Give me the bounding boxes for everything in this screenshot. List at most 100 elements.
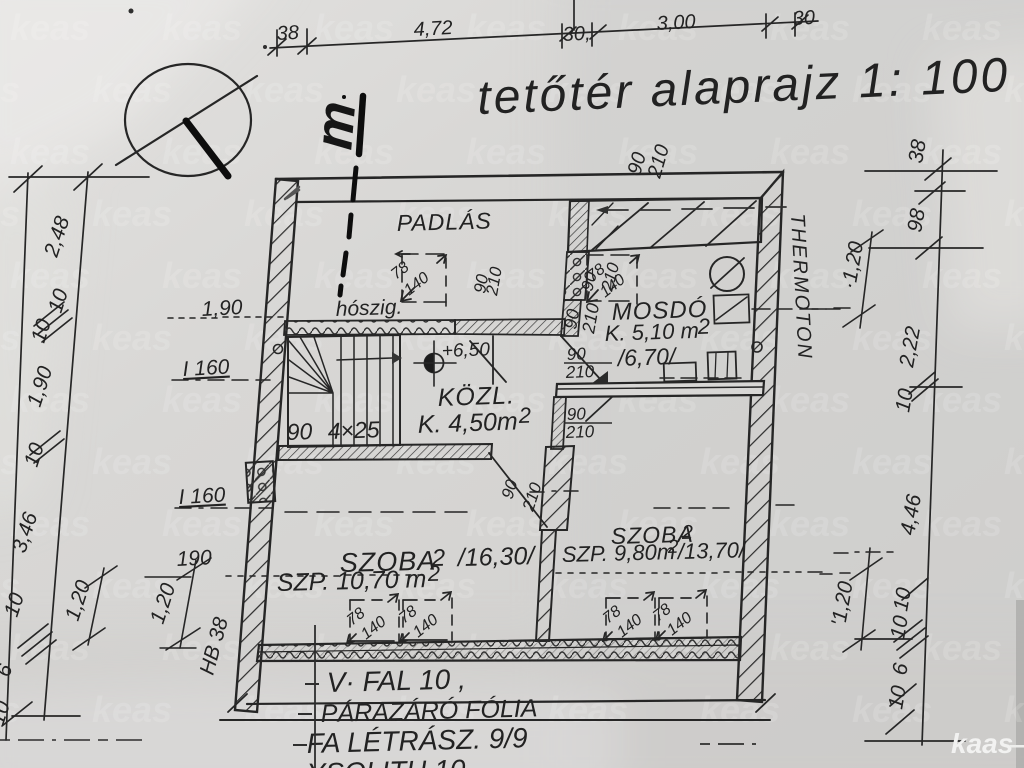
svg-text:keas: keas (162, 503, 242, 544)
svg-text:keas: keas (1004, 193, 1024, 234)
svg-text:keas: keas (548, 565, 628, 606)
svg-text:keas: keas (922, 7, 1002, 48)
svg-text:K. 4,50m: K. 4,50m (417, 407, 518, 438)
svg-text:90: 90 (566, 404, 586, 424)
svg-text:keas: keas (852, 193, 932, 234)
svg-text:keas: keas (92, 441, 172, 482)
svg-text:keas: keas (700, 69, 780, 110)
svg-text:keas: keas (0, 689, 20, 730)
svg-text:90: 90 (286, 418, 313, 445)
svg-text:2: 2 (667, 537, 680, 558)
svg-text:keas: keas (10, 7, 90, 48)
svg-text:keas: keas (618, 255, 698, 296)
svg-text:kaas: kaas (951, 728, 1013, 759)
svg-text:210: 210 (564, 362, 595, 382)
svg-text:keas: keas (852, 689, 932, 730)
svg-text:38: 38 (276, 22, 299, 45)
svg-text:210: 210 (482, 265, 506, 298)
svg-text:keas: keas (396, 689, 476, 730)
svg-text:/13,70/: /13,70/ (675, 537, 747, 564)
svg-text:keas: keas (922, 131, 1002, 172)
svg-text:keas: keas (1004, 69, 1024, 110)
svg-text:1,90: 1,90 (201, 296, 243, 321)
svg-text:keas: keas (1004, 565, 1024, 606)
svg-text:keas: keas (92, 689, 172, 730)
svg-text:keas: keas (852, 317, 932, 358)
svg-text:keas: keas (0, 69, 20, 110)
svg-text:3,00: 3,00 (656, 11, 696, 35)
svg-text:keas: keas (466, 379, 546, 420)
svg-text:keas: keas (1004, 689, 1024, 730)
svg-text:I 160: I 160 (182, 356, 230, 381)
svg-text:keas: keas (1004, 317, 1024, 358)
svg-text:keas: keas (770, 255, 850, 296)
svg-text:keas: keas (618, 503, 698, 544)
svg-text:SZP. 9,80m: SZP. 9,80m (561, 539, 675, 567)
svg-text:PADLÁS: PADLÁS (396, 207, 492, 235)
svg-text:keas: keas (92, 193, 172, 234)
svg-text:keas: keas (922, 255, 1002, 296)
svg-text:30: 30 (792, 7, 815, 30)
svg-text:10: 10 (886, 614, 913, 641)
svg-text:V· FAL 10 ,: V· FAL 10 , (326, 663, 466, 698)
svg-text:/16,30/: /16,30/ (455, 542, 537, 572)
svg-text:2: 2 (681, 522, 694, 544)
svg-text:keas: keas (0, 565, 20, 606)
svg-text:keas: keas (618, 131, 698, 172)
svg-text:keas: keas (162, 379, 242, 420)
svg-text:4×25: 4×25 (327, 416, 380, 444)
svg-text:YSOLITH 10: YSOLITH 10 (306, 754, 466, 768)
svg-text:keas: keas (162, 7, 242, 48)
svg-text:90: 90 (470, 272, 492, 294)
svg-text:keas: keas (922, 503, 1002, 544)
svg-text:keas: keas (852, 441, 932, 482)
svg-text:keas: keas (770, 7, 850, 48)
svg-text:keas: keas (10, 379, 90, 420)
svg-text:keas: keas (314, 255, 394, 296)
svg-text:/6,70/: /6,70/ (615, 343, 678, 371)
svg-text:keas: keas (0, 317, 20, 358)
svg-text:hószig.: hószig. (335, 296, 402, 321)
svg-text:10: 10 (889, 586, 916, 613)
svg-text:keas: keas (314, 503, 394, 544)
svg-text:90: 90 (566, 344, 586, 364)
svg-text:SZOBA: SZOBA (610, 521, 694, 549)
svg-text:K. 5,10 m: K. 5,10 m (604, 318, 699, 346)
svg-text:keas: keas (314, 131, 394, 172)
svg-text:keas: keas (466, 255, 546, 296)
svg-text:keas: keas (10, 503, 90, 544)
svg-text:PÁRAZÁRÓ FÓLIA: PÁRAZÁRÓ FÓLIA (320, 693, 537, 728)
svg-text:keas: keas (770, 503, 850, 544)
svg-text:keas: keas (314, 7, 394, 48)
svg-text:210: 210 (564, 422, 595, 442)
svg-text:98: 98 (903, 207, 930, 234)
svg-text:MOSDÓ: MOSDÓ (611, 296, 708, 326)
svg-text:2: 2 (517, 403, 531, 428)
svg-text:6: 6 (888, 661, 913, 677)
svg-text:keas: keas (466, 7, 546, 48)
svg-text:keas: keas (162, 255, 242, 296)
svg-text:90: 90 (560, 307, 583, 330)
svg-text:keas: keas (92, 69, 172, 110)
svg-text:keas: keas (0, 441, 20, 482)
svg-text:keas: keas (770, 379, 850, 420)
svg-text:keas: keas (548, 689, 628, 730)
svg-text:keas: keas (466, 131, 546, 172)
svg-text:190: 190 (176, 546, 213, 571)
svg-text:keas: keas (922, 627, 1002, 668)
svg-text:SZP. 10,70 m: SZP. 10,70 m (276, 565, 426, 597)
svg-text:38: 38 (904, 138, 931, 165)
svg-text:keas: keas (396, 69, 476, 110)
svg-text:keas: keas (852, 69, 932, 110)
svg-text:I 160: I 160 (178, 484, 226, 509)
svg-text:keas: keas (770, 627, 850, 668)
svg-text:30,: 30, (562, 23, 591, 46)
svg-text:keas: keas (92, 317, 172, 358)
svg-text:2: 2 (696, 314, 710, 339)
svg-text:10: 10 (884, 684, 911, 711)
svg-text:FA LÉTRÁSZ. 9/9: FA LÉTRÁSZ. 9/9 (306, 722, 528, 759)
svg-text:KÖZL.: KÖZL. (437, 381, 515, 412)
svg-text:2: 2 (426, 561, 440, 586)
svg-text:10: 10 (891, 387, 918, 414)
svg-text:SZOBA: SZOBA (339, 545, 436, 578)
